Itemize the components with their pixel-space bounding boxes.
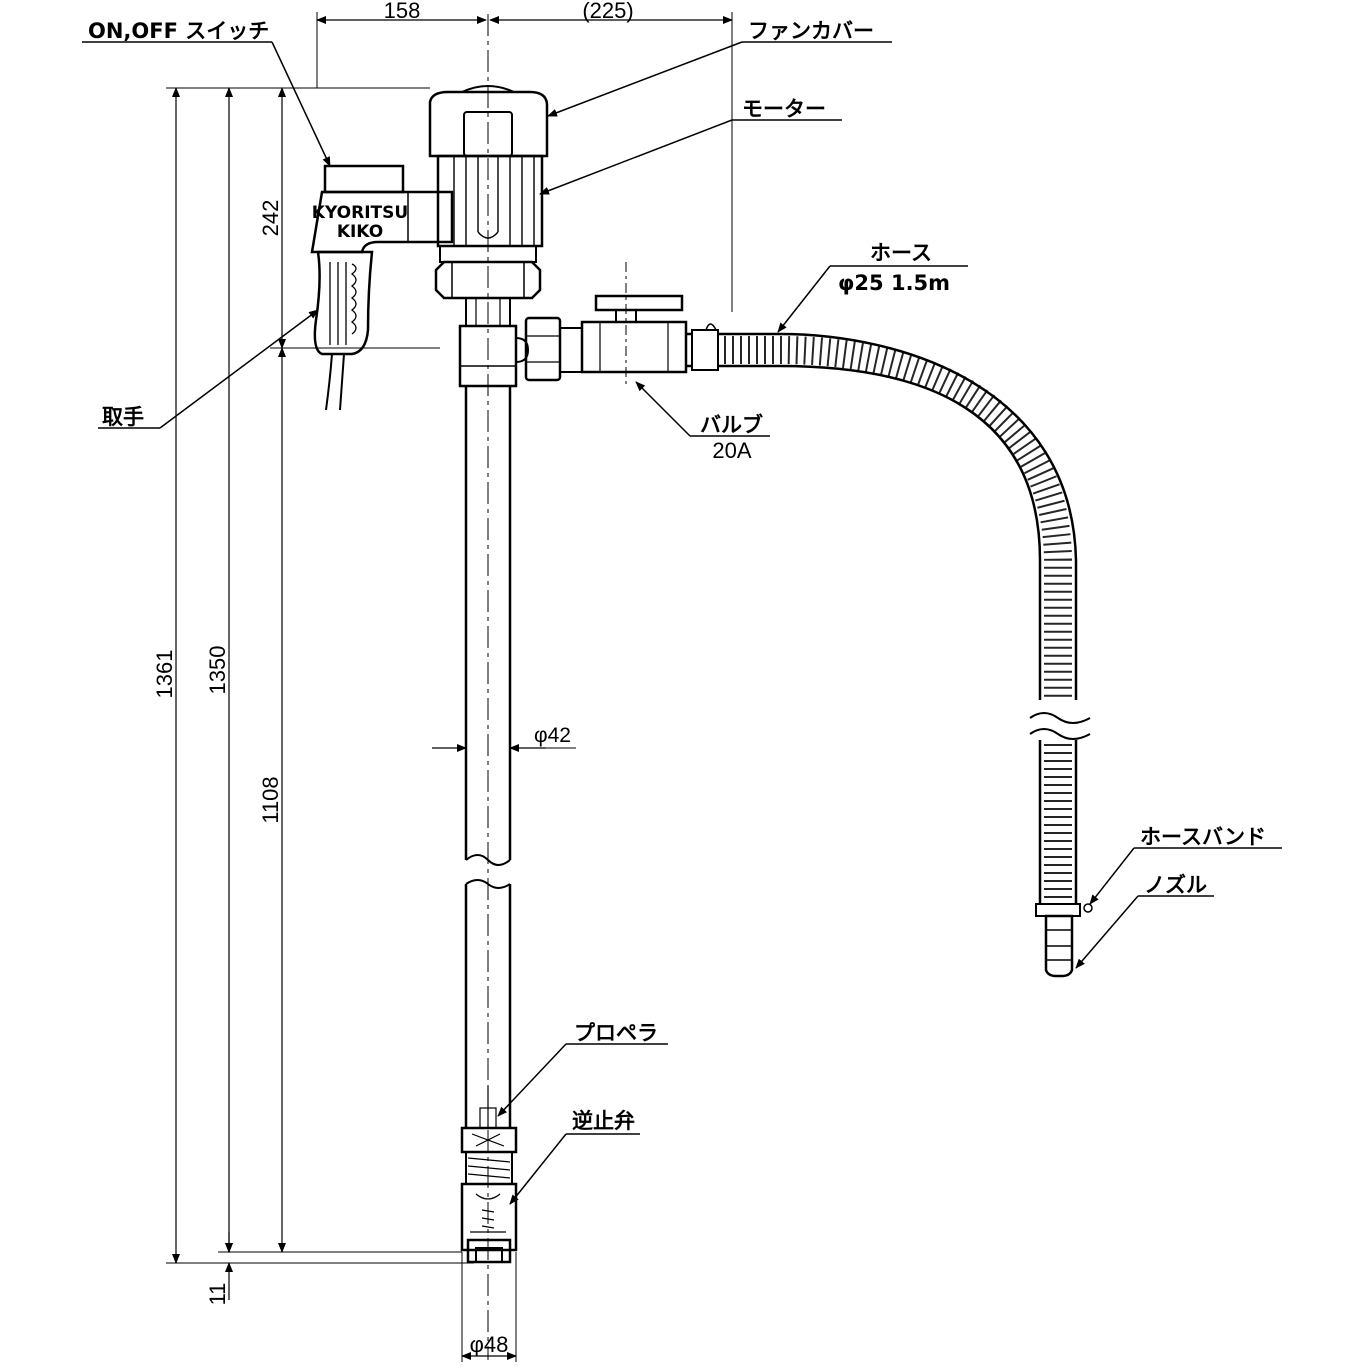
dim-242: 242 [258,200,283,237]
hose [686,323,1093,978]
dim-225: (225) [582,0,633,23]
label-valve: バルブ 20A [635,381,770,463]
dim-1350: 1350 [205,646,230,695]
suction-tube [464,386,512,1129]
dim-tube-diameter: φ42 [432,724,576,752]
label-hose-band: ホースバンド [1089,825,1282,905]
switch-housing [310,164,454,411]
outlet-fitting [458,262,688,388]
handle [313,250,374,356]
dim-158: 158 [384,0,421,23]
brand-kyoritsu: KYORITSU [312,203,408,223]
dim-11: 11 [205,1283,230,1306]
dim-1108: 1108 [258,776,283,823]
valve-lever [594,294,684,312]
motor-label: モーター [742,97,826,121]
union-nut [524,316,562,382]
fan-cover-label: ファンカバー [748,19,874,43]
hose-title: ホース [870,241,932,265]
power-cord [325,353,333,411]
label-motor: モーター [539,97,842,195]
left-dimensions: 1361 1350 242 1108 11 [152,87,474,1306]
foot-valve [460,1126,518,1264]
motor-assembly [428,85,549,300]
label-handle: 取手 [98,309,319,429]
handle-label: 取手 [102,405,144,429]
fan-cover [428,90,549,158]
top-dimension: 158 (225) [316,0,733,312]
switch-label: ON,OFF スイッチ [88,19,269,43]
dim-bottom-diameter: φ48 [461,1252,517,1362]
brand-kiko: KIKO [337,222,383,242]
valve-spec: 20A [712,438,751,463]
coupling [434,260,542,300]
switch-block [323,164,405,194]
label-check-valve: 逆止弁 [509,1109,640,1205]
dim-phi48: φ48 [470,1332,509,1357]
check-valve-label: 逆止弁 [572,1109,635,1133]
propeller-label: プロペラ [574,1021,658,1045]
dim-1361: 1361 [152,650,177,699]
hose-band [1035,903,1081,917]
hose-spec: φ25 1.5m [838,271,950,295]
valve-title: バルブ [700,413,763,437]
dim-phi42: φ42 [534,724,571,747]
brand-text: KYORITSU KIKO [312,203,408,242]
nozzle-label: ノズル [1144,873,1207,897]
label-nozzle: ノズル [1075,873,1214,969]
label-hose: ホース φ25 1.5m [777,241,968,333]
label-propeller: プロペラ [497,1021,668,1117]
ball-valve [580,320,688,374]
hose-band-label: ホースバンド [1140,825,1266,849]
label-fan-cover: ファンカバー [547,19,892,117]
label-switch: ON,OFF スイッチ [82,19,331,167]
